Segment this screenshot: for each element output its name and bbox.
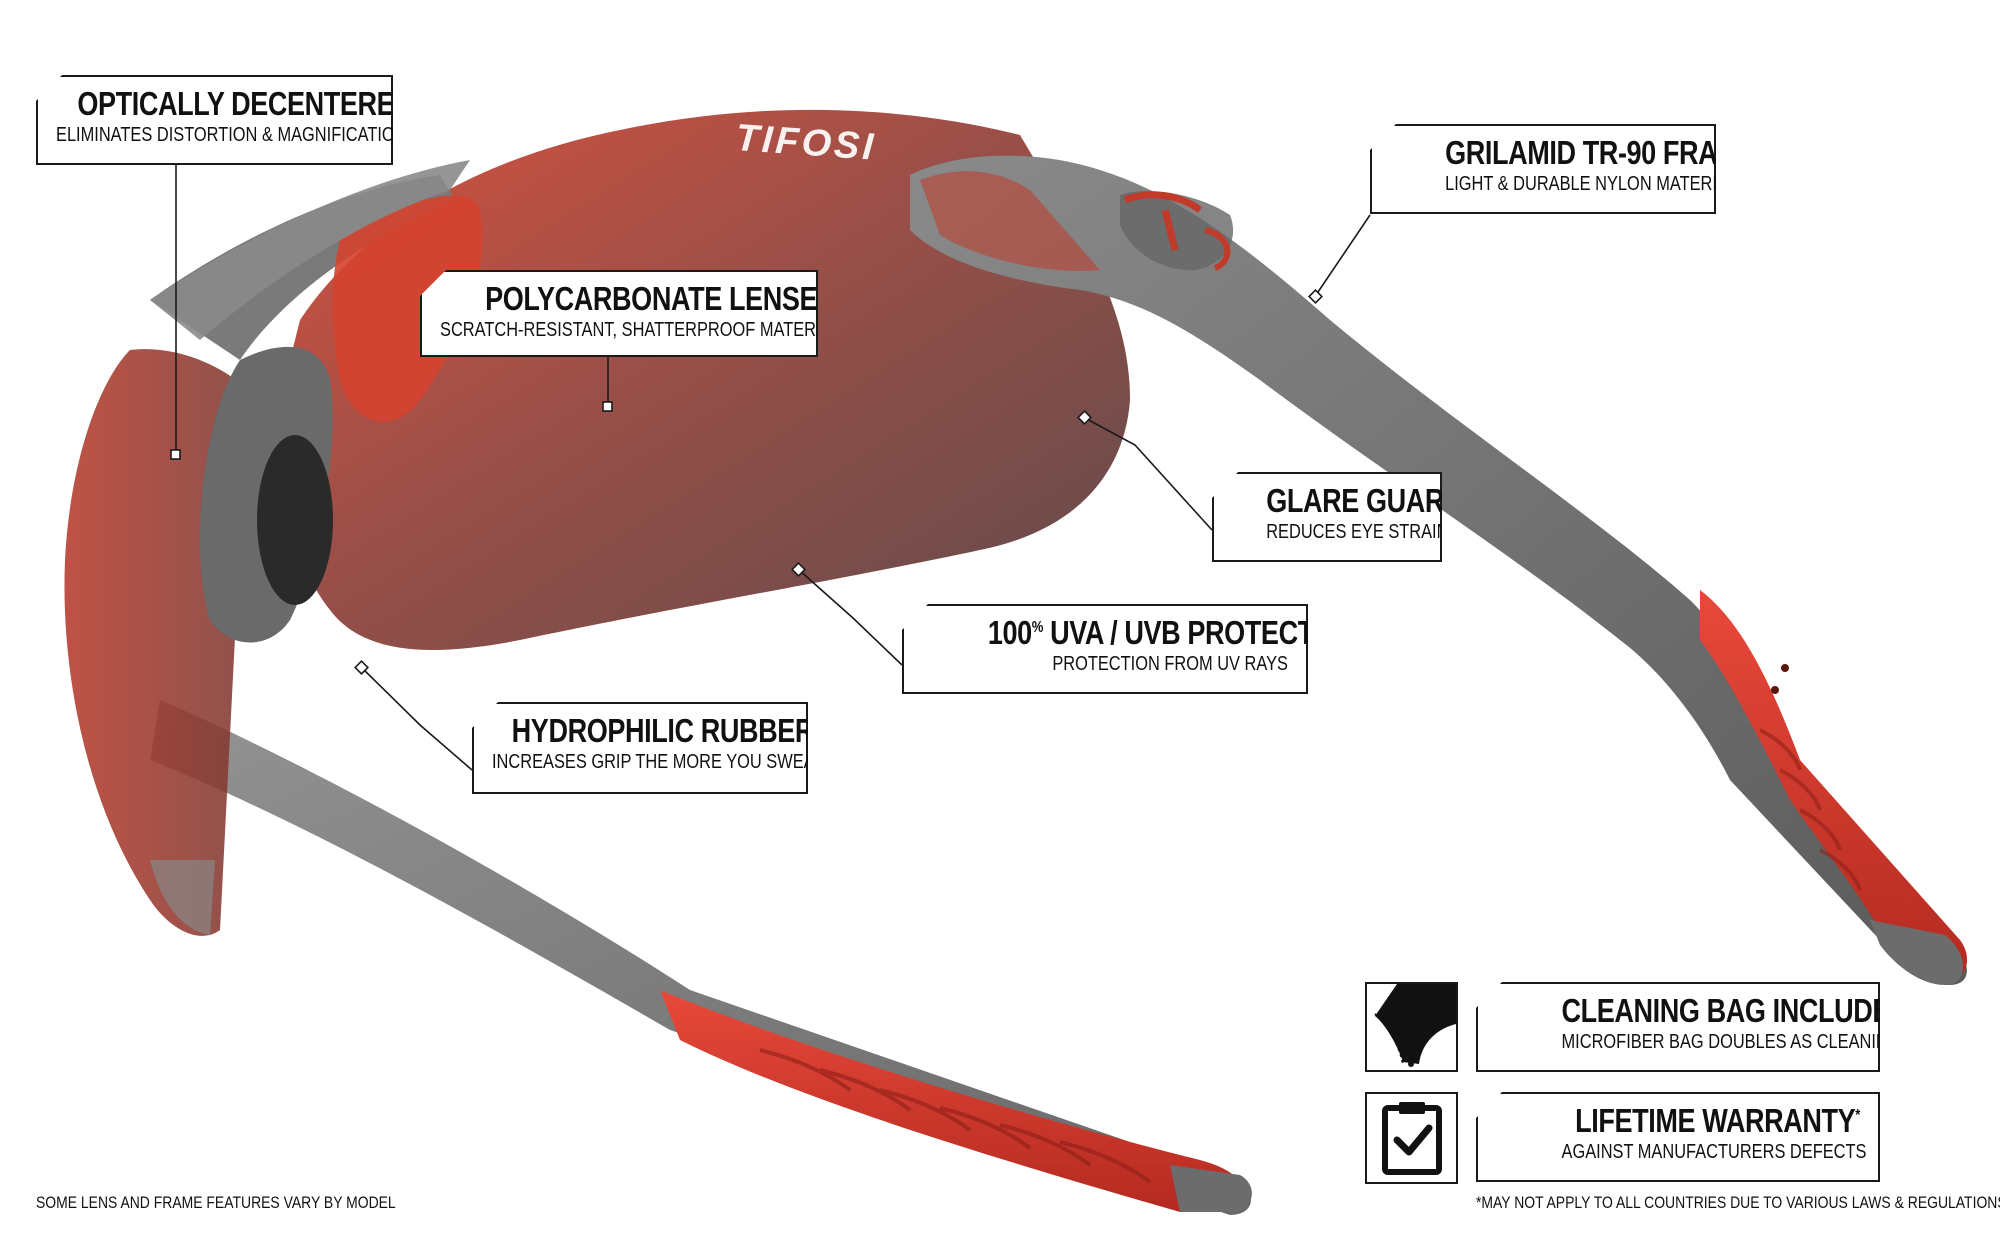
- callout-polycarbonate-lenses: POLYCARBONATE LENSES SCRATCH-RESISTANT, …: [420, 270, 818, 357]
- footnote-warranty-disclaimer: *MAY NOT APPLY TO ALL COUNTRIES DUE TO V…: [1476, 1193, 2000, 1212]
- callout-title: GRILAMID TR-90 FRAME: [1445, 134, 1758, 171]
- footnote-features-vary: SOME LENS AND FRAME FEATURES VARY BY MOD…: [36, 1193, 396, 1212]
- callout-lifetime-warranty: LIFETIME WARRANTY* AGAINST MANUFACTURERS…: [1476, 1092, 1880, 1182]
- warranty-asterisk: *: [1855, 1107, 1860, 1124]
- callout-optically-decentered: OPTICALLY DECENTERED ELIMINATES DISTORTI…: [36, 75, 393, 165]
- callout-title: GLARE GUARD: [1266, 482, 1464, 519]
- callout-uv-protection: 100% UVA / UVB PROTECTION PROTECTION FRO…: [902, 604, 1308, 694]
- callout-title: HYDROPHILIC RUBBER: [511, 712, 815, 749]
- callout-title: LIFETIME WARRANTY*: [1562, 1102, 1860, 1140]
- callout-hydrophilic-rubber: HYDROPHILIC RUBBER INCREASES GRIP THE MO…: [472, 702, 808, 794]
- grip-ribs-right: [1759, 728, 1862, 891]
- callout-glare-guard: GLARE GUARD REDUCES EYE STRAIN: [1212, 472, 1442, 562]
- brand-logo: TIFOSI: [734, 117, 877, 169]
- uv-percent-number: 100: [987, 614, 1032, 651]
- frame-brow: [150, 160, 470, 340]
- uv-percent-sign: %: [1031, 619, 1044, 636]
- warranty-title-text: LIFETIME WARRANTY: [1575, 1102, 1856, 1139]
- clipboard-check-icon: [1382, 1102, 1442, 1175]
- callout-title: CLEANING BAG INCLUDED: [1561, 992, 1910, 1029]
- callout-subtitle: ELIMINATES DISTORTION & MAGNIFICATION: [56, 124, 407, 146]
- callout-title: OPTICALLY DECENTERED: [77, 85, 414, 122]
- callout-subtitle: REDUCES EYE STRAIN: [1266, 521, 1449, 543]
- callout-subtitle: INCREASES GRIP THE MORE YOU SWEAT: [492, 751, 824, 773]
- leader-markers: [170, 289, 1323, 675]
- callout-title: POLYCARBONATE LENSES: [485, 280, 835, 317]
- warranty-icon-box: [1365, 1092, 1458, 1184]
- callout-subtitle: SCRATCH-RESISTANT, SHATTERPROOF MATERIAL: [440, 319, 841, 341]
- grip-ribs: [759, 1048, 1152, 1184]
- left-temple-arm: [150, 700, 1252, 1215]
- callout-subtitle: PROTECTION FROM UV RAYS: [1052, 653, 1288, 675]
- callout-subtitle: MICROFIBER BAG DOUBLES AS CLEANING CLOTH: [1561, 1031, 1961, 1053]
- callout-subtitle: AGAINST MANUFACTURERS DEFECTS: [1561, 1141, 1867, 1163]
- cleaning-bag-icon-box: [1365, 982, 1458, 1072]
- callout-title: 100% UVA / UVB PROTECTION: [987, 614, 1308, 652]
- callout-grilamid-frame: GRILAMID TR-90 FRAME LIGHT & DURABLE NYL…: [1370, 124, 1716, 214]
- main-lens: [277, 109, 1130, 650]
- bag-icon: [1374, 984, 1456, 1067]
- right-temple-arm: [910, 155, 1968, 985]
- uv-title-rest: UVA / UVB PROTECTION: [1043, 614, 1361, 651]
- callout-cleaning-bag: CLEANING BAG INCLUDED MICROFIBER BAG DOU…: [1476, 982, 1880, 1072]
- callout-subtitle: LIGHT & DURABLE NYLON MATERIAL: [1445, 173, 1738, 195]
